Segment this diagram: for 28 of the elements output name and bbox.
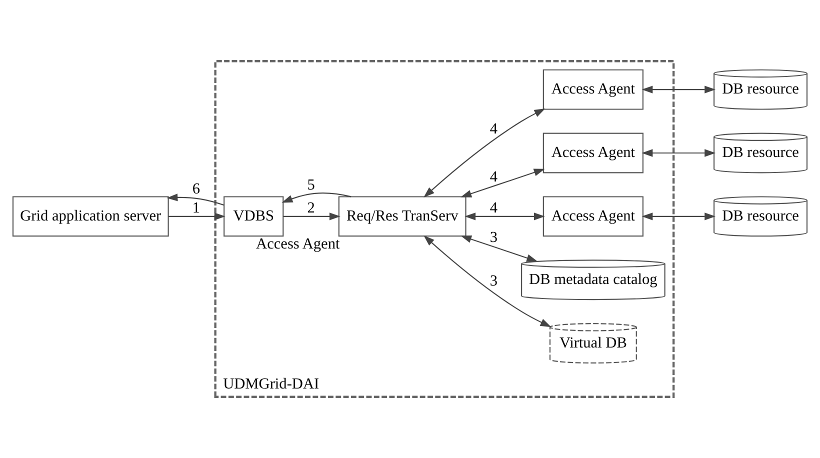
arrow — [424, 235, 552, 328]
edge-label: 5 — [307, 176, 315, 194]
node-box: Access Agent — [542, 132, 644, 174]
arrow — [464, 212, 545, 220]
arrow — [642, 86, 716, 94]
node-box: Grid application server — [12, 196, 169, 237]
edge-label: 6 — [192, 180, 200, 198]
edge-label: 1 — [192, 199, 200, 216]
node-box: Access Agent — [542, 196, 644, 237]
node-label: Access Agent — [256, 235, 340, 252]
edge-label: 4 — [490, 199, 498, 216]
arrow — [283, 212, 340, 220]
node-box: VDBS — [224, 196, 284, 237]
arrow — [282, 192, 352, 203]
arrow — [642, 149, 716, 157]
arrow — [642, 212, 716, 220]
arrow — [424, 108, 546, 198]
edge-label: 4 — [490, 120, 498, 138]
node-box: Access Agent — [542, 69, 644, 110]
arrow — [460, 235, 538, 262]
arrow — [168, 212, 226, 220]
edge-label: 4 — [490, 168, 498, 186]
edge-label: 2 — [307, 199, 315, 216]
edge-label: 3 — [490, 228, 498, 246]
arrow — [166, 194, 224, 206]
arrow — [460, 168, 545, 198]
edge-label: 3 — [490, 272, 498, 290]
node-box: Req/Res TranServ — [338, 196, 466, 237]
